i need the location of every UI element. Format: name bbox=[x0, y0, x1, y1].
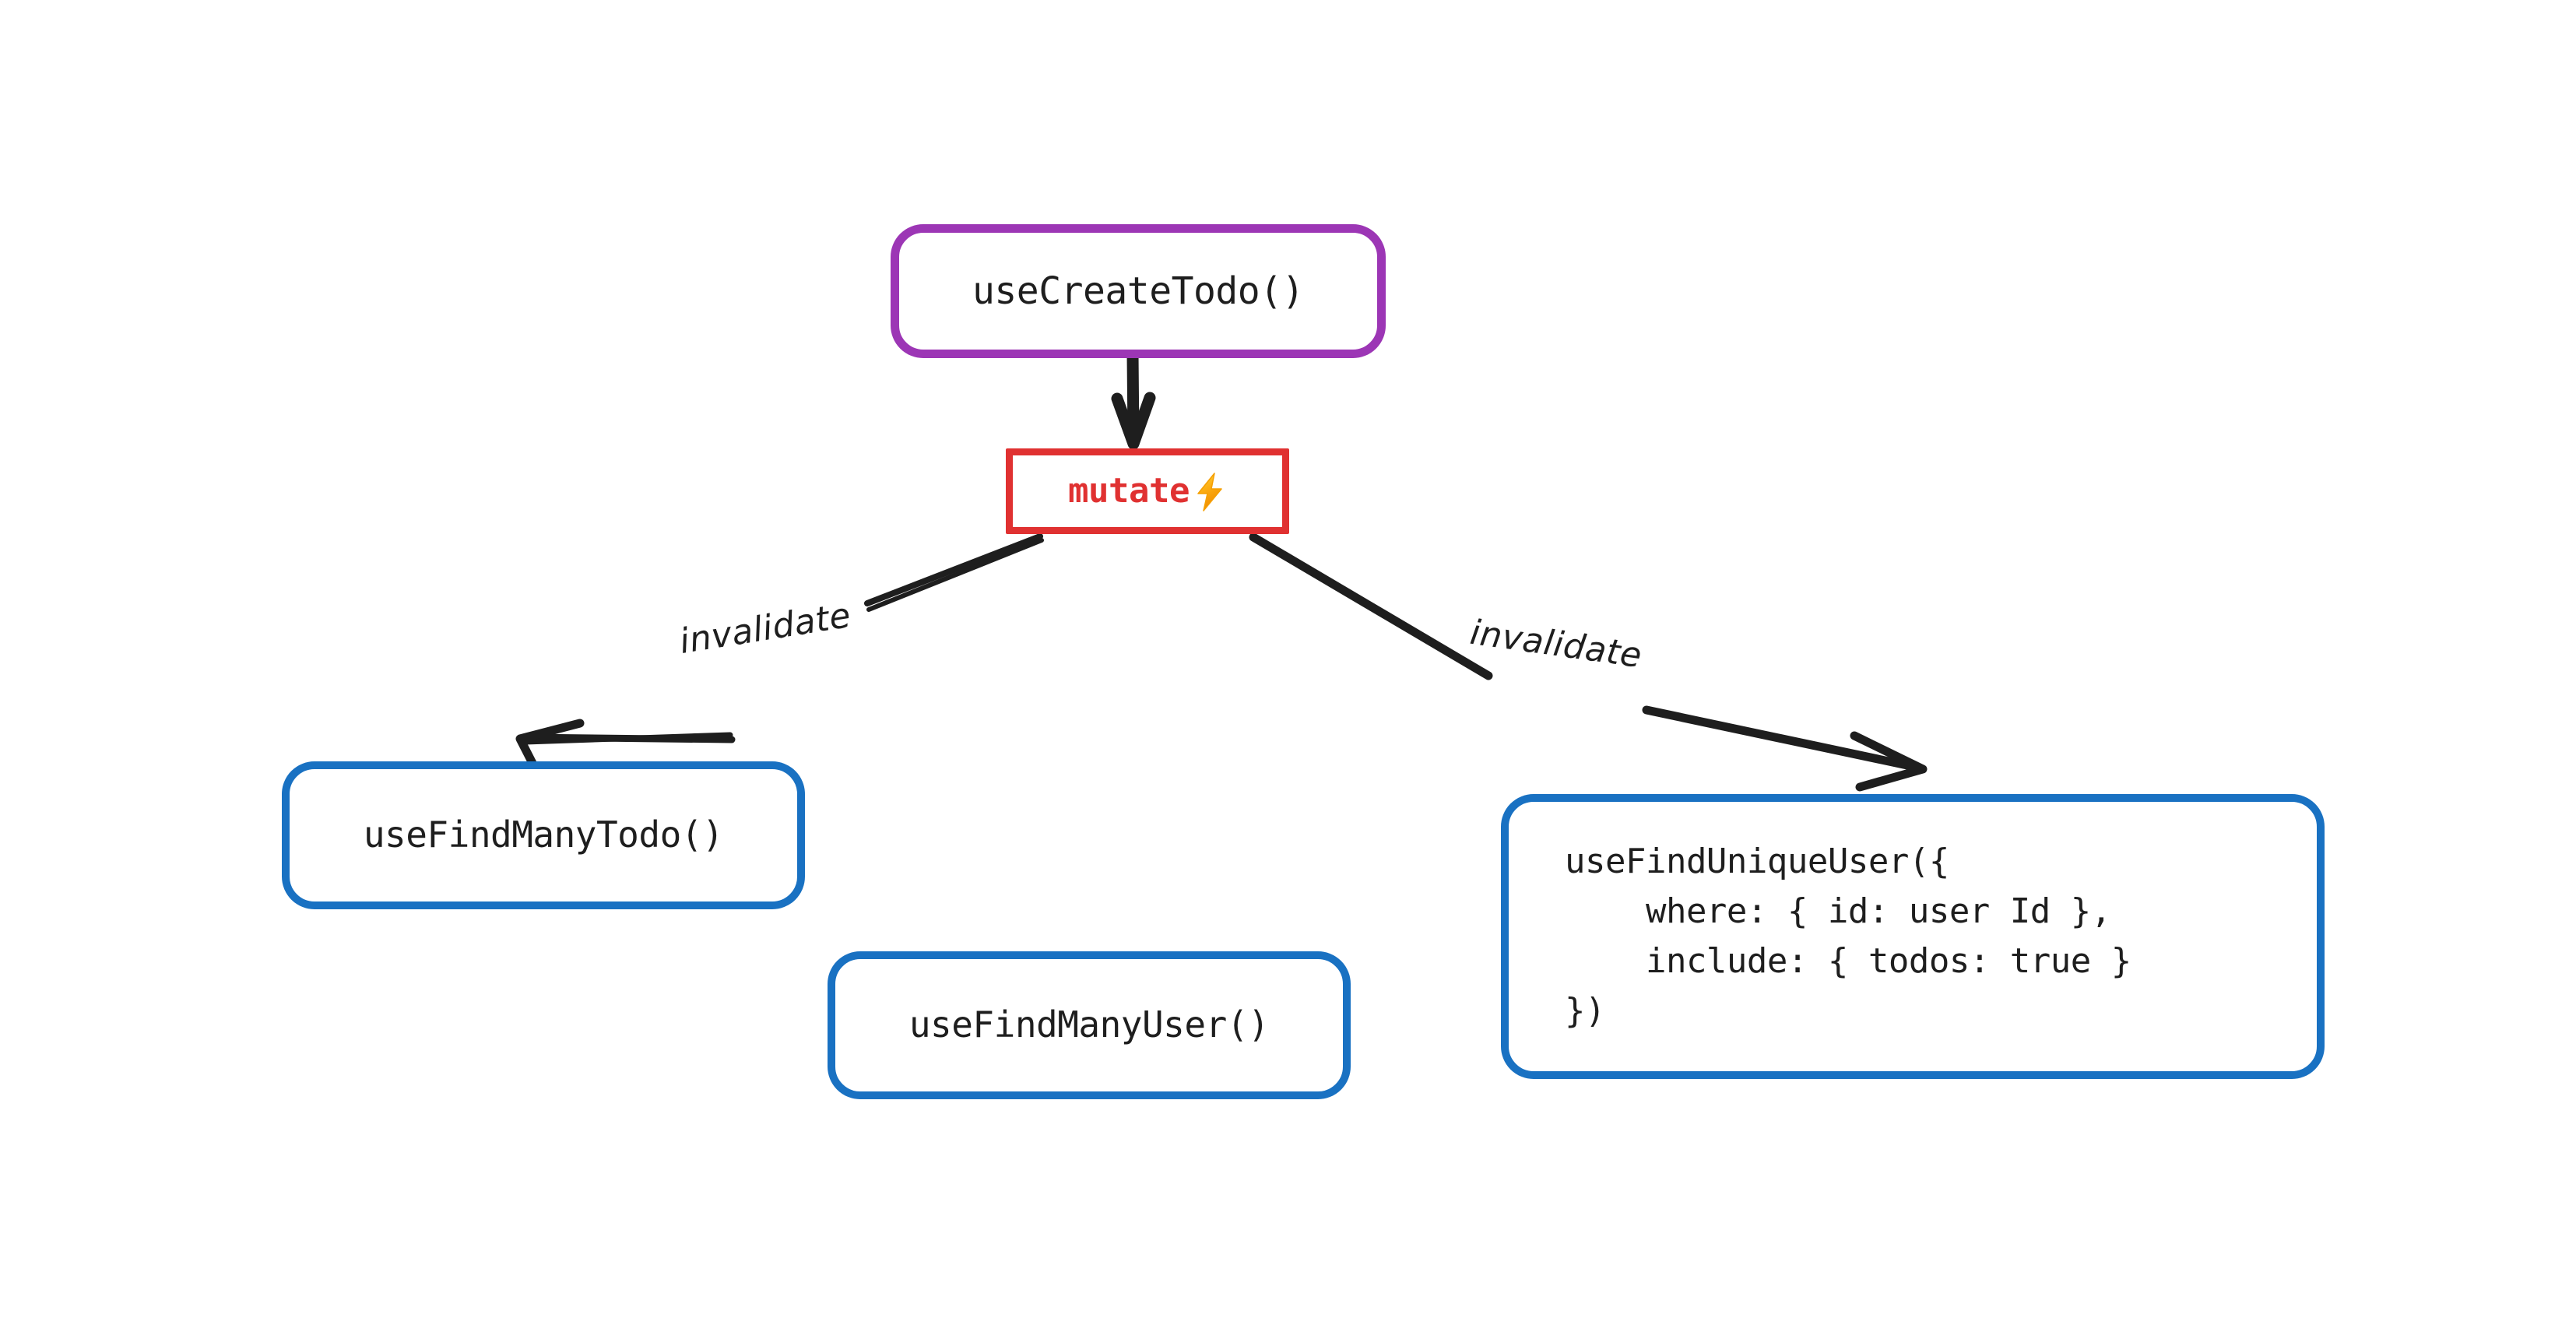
node-use-create-todo-label: useCreateTodo() bbox=[972, 269, 1304, 313]
edge-create-to-mutate bbox=[1111, 348, 1156, 450]
node-use-find-many-todo-label: useFindManyTodo() bbox=[363, 814, 724, 856]
node-use-create-todo[interactable]: useCreateTodo() bbox=[891, 224, 1386, 358]
node-use-find-many-user-label: useFindManyUser() bbox=[908, 1003, 1270, 1046]
node-mutate[interactable]: mutate bbox=[1006, 448, 1289, 534]
node-mutate-label: mutate bbox=[1068, 470, 1190, 511]
node-use-find-unique-user-label: useFindUniqueUser({ where: { id: user Id… bbox=[1565, 842, 2131, 1031]
node-use-find-unique-user[interactable]: useFindUniqueUser({ where: { id: user Id… bbox=[1501, 794, 2325, 1079]
node-use-find-many-todo[interactable]: useFindManyTodo() bbox=[282, 761, 805, 909]
edge-label-invalidate-right: invalidate bbox=[1460, 608, 1653, 680]
edge-label-invalidate-left: invalidate bbox=[668, 591, 862, 666]
node-use-find-many-user[interactable]: useFindManyUser() bbox=[828, 951, 1351, 1099]
lightning-bolt-icon bbox=[1193, 472, 1227, 512]
